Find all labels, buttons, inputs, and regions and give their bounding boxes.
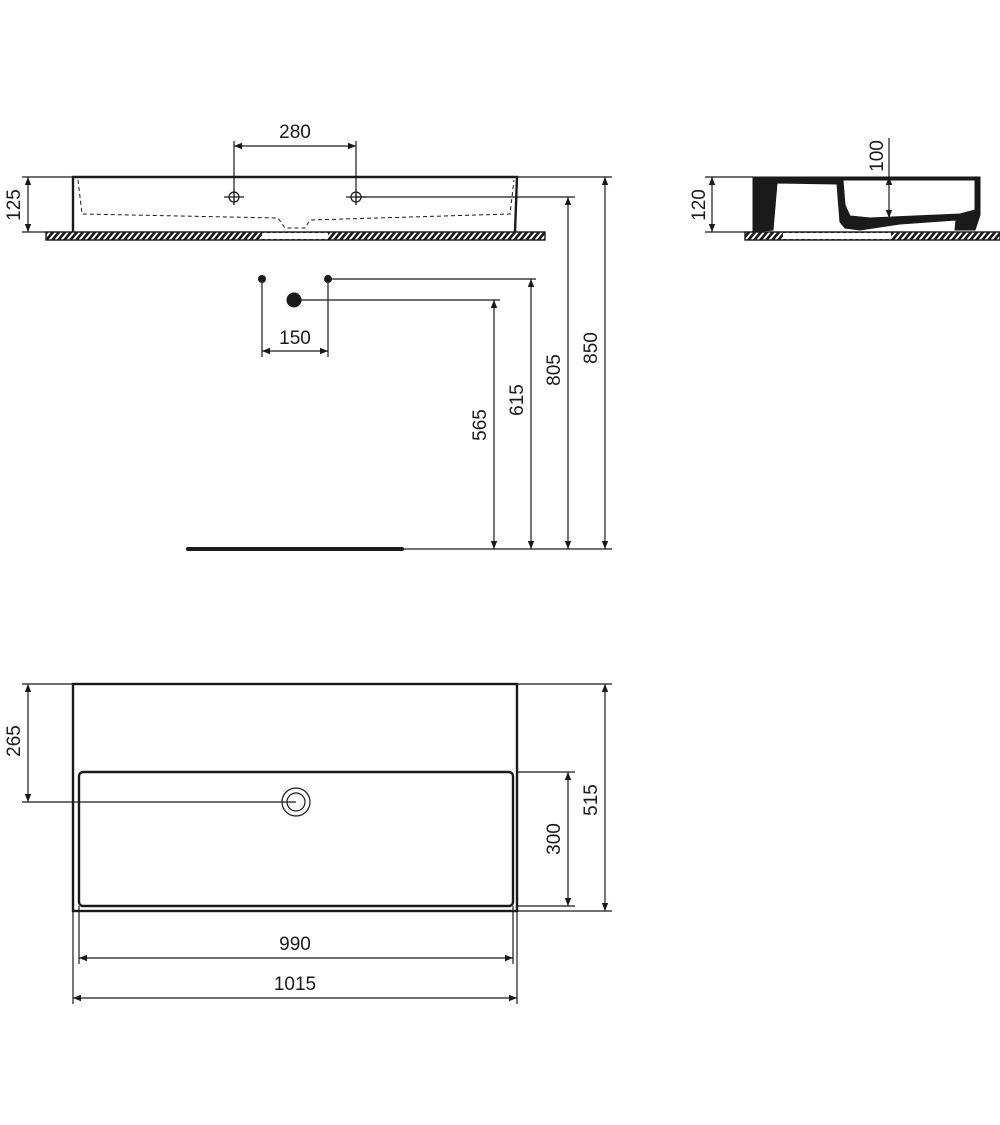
waste-point <box>286 292 302 308</box>
supply-point-right <box>324 275 332 283</box>
dim-100: 100 <box>867 140 888 172</box>
dim-805: 805 <box>544 354 565 386</box>
countertop-cutout <box>262 233 328 239</box>
dim-990: 990 <box>279 934 311 955</box>
dim-265: 265 <box>4 725 25 757</box>
dim-280: 280 <box>279 122 311 143</box>
dim-565: 565 <box>470 409 491 441</box>
dim-515: 515 <box>581 784 602 816</box>
supply-point-left <box>258 275 266 283</box>
dim-300: 300 <box>544 823 565 855</box>
dim-120: 120 <box>689 189 710 221</box>
dim-1015: 1015 <box>274 974 316 995</box>
basin-inner-hidden-line <box>77 179 515 229</box>
bowl-outline <box>77 770 515 908</box>
front-view: 280 125 150 850 805 615 565 <box>4 122 612 551</box>
dim-850: 850 <box>581 332 602 364</box>
basin-outer-outline <box>71 682 519 913</box>
basin-outline <box>71 175 519 233</box>
top-view: 265 515 300 990 1015 <box>4 682 612 1004</box>
dim-125: 125 <box>4 189 25 221</box>
side-view: 120 100 <box>689 138 1000 241</box>
dim-615: 615 <box>507 384 528 416</box>
dim-150: 150 <box>279 328 311 349</box>
side-basin-section <box>752 176 981 233</box>
